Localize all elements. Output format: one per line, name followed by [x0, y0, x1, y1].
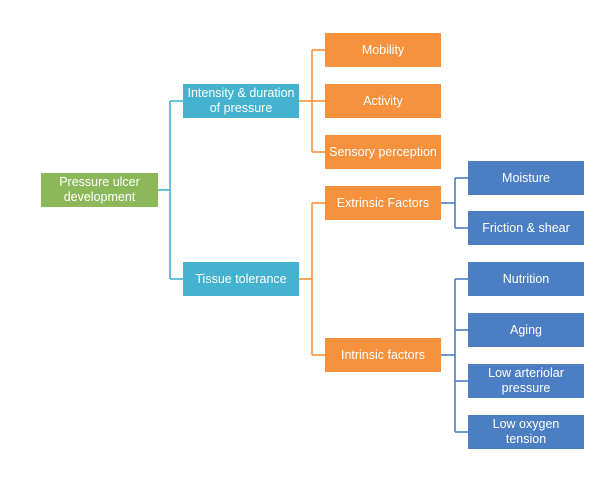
node-pressure-ulcer-development: Pressure ulcer development — [41, 173, 158, 207]
node-moisture: Moisture — [468, 161, 584, 195]
node-label: Intensity & duration of pressure — [187, 86, 295, 115]
node-sensory-perception: Sensory perception — [325, 135, 441, 169]
root-connectors — [158, 100, 183, 280]
node-label: Intrinsic factors — [340, 347, 426, 362]
node-intensity-duration-pressure: Intensity & duration of pressure — [183, 84, 299, 118]
node-label: Low oxygen tension — [492, 417, 560, 446]
node-tissue-tolerance: Tissue tolerance — [183, 262, 299, 296]
node-nutrition: Nutrition — [468, 262, 584, 296]
node-label: Sensory perception — [329, 144, 437, 159]
node-label: Mobility — [361, 42, 405, 57]
node-label: Moisture — [502, 170, 550, 185]
node-intrinsic-factors: Intrinsic factors — [325, 338, 441, 372]
node-extrinsic-factors: Extrinsic Factors — [325, 186, 441, 220]
node-aging: Aging — [468, 313, 584, 347]
node-label: Low arteriolar pressure — [488, 366, 564, 395]
node-activity: Activity — [325, 84, 441, 118]
node-label: Extrinsic Factors — [336, 195, 430, 210]
node-low-arteriolar-pressure: Low arteriolar pressure — [468, 364, 584, 398]
node-friction-shear: Friction & shear — [468, 211, 584, 245]
node-label: Aging — [510, 322, 542, 337]
level1-connectors — [299, 49, 325, 356]
level2-connectors — [441, 177, 468, 433]
node-low-oxygen-tension: Low oxygen tension — [468, 415, 584, 449]
node-label: Activity — [363, 93, 403, 108]
node-label: Friction & shear — [482, 220, 570, 235]
node-mobility: Mobility — [325, 33, 441, 67]
node-label: Pressure ulcer development — [59, 175, 140, 204]
node-label: Nutrition — [502, 271, 550, 286]
node-label: Tissue tolerance — [195, 271, 287, 286]
